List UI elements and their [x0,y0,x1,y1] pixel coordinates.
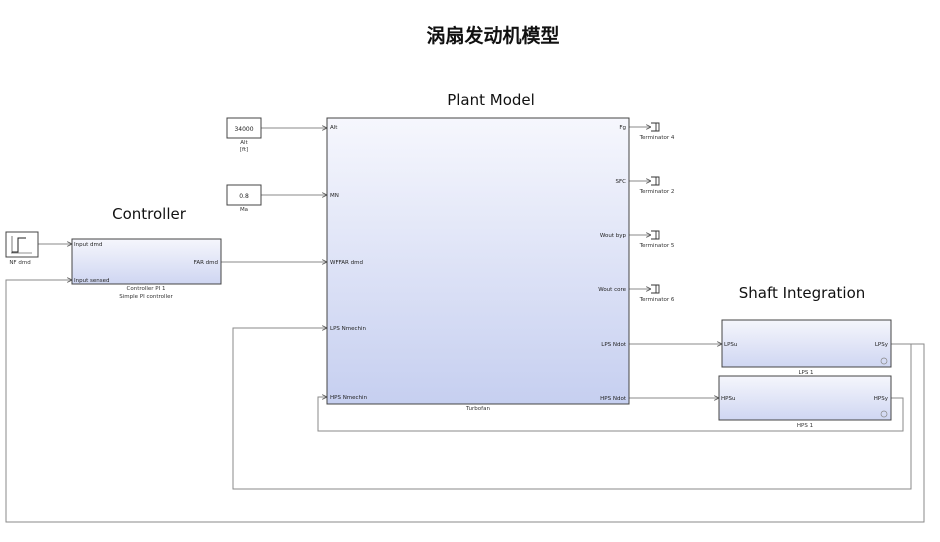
turbofan-input-port: Alt [330,125,338,131]
section-controller: Controller [112,205,187,223]
controller-description: Simple PI controller [119,294,173,300]
turbofan-input-port: HPS Nmechin [330,395,368,401]
lps-name: LPS 1 [798,370,813,376]
controller-port-far-dmd: FAR dmd [194,260,218,266]
terminator-block[interactable]: Terminator 4 [639,122,675,141]
alt-constant-block[interactable]: 34000 Alt [ft] [226,117,262,153]
controller-port-input-dmd: Input dmd [74,242,102,248]
nf-dmd-step-block[interactable]: NF dmd [5,231,39,266]
link-icon [880,357,888,365]
hps-integrator-block[interactable]: HPSu HPSy HPS 1 [718,375,892,429]
alt-label: Alt [240,140,248,146]
mach-value: 0.8 [239,193,249,200]
link-icon [880,410,888,418]
nf-dmd-label: NF dmd [9,260,30,266]
hps-name: HPS 1 [797,423,813,429]
terminator-label: Terminator 5 [639,243,675,249]
turbofan-input-port: WFFAR dmd [330,260,363,266]
terminator-icon [651,122,660,132]
mach-constant-block[interactable]: 0.8 Ma [226,184,262,213]
turbofan-output-port: HPS Ndot [600,396,627,402]
controller-block[interactable]: Input dmd Input sensed FAR dmd Controlle… [71,238,222,300]
hps-port-in: HPSu [721,396,735,402]
turbofan-output-port: Wout byp [600,233,627,239]
terminator-icon [651,284,660,294]
terminator-label: Terminator 4 [639,135,675,141]
terminator-label: Terminator 2 [639,189,675,195]
alt-unit: [ft] [240,147,248,153]
terminator-label: Terminator 6 [639,297,675,303]
terminator-icon [651,230,660,240]
controller-port-input-sensed: Input sensed [74,278,109,284]
turbofan-input-port: MN [330,193,339,199]
lps-integrator-block[interactable]: LPSu LPSy LPS 1 [721,319,892,376]
mach-label: Ma [240,207,248,213]
wire-speed-sensed [5,280,925,523]
wire-hps-feedback [317,397,904,432]
controller-name: Controller PI 1 [127,286,166,292]
turbofan-output-port: SFC [616,179,627,185]
step-icon [12,237,26,253]
alt-value: 34000 [234,126,253,133]
terminator-icon [651,176,660,186]
lps-port-in: LPSu [724,342,737,348]
section-plant-model: Plant Model [447,91,535,109]
hps-port-out: HPSy [874,396,889,402]
turbofan-name: Turbofan [465,406,490,412]
section-shaft-integration: Shaft Integration [739,284,866,302]
turbofan-output-port: LPS Ndot [601,342,627,348]
terminator-block[interactable]: Terminator 6 [639,284,675,303]
terminator-blocks: Terminator 4 Terminator 2 Terminator 5 Term… [639,122,675,303]
turbofan-output-port: Wout core [598,287,626,293]
lps-port-out: LPSy [875,342,889,348]
terminator-block[interactable]: Terminator 5 [639,230,675,249]
terminator-block[interactable]: Terminator 2 [639,176,675,195]
signal-wires [5,127,925,523]
turbofan-output-port: Fg [619,125,626,131]
diagram-title: 涡扇发动机模型 [426,24,559,47]
turbofan-input-port: LPS Nmechin [330,326,367,332]
